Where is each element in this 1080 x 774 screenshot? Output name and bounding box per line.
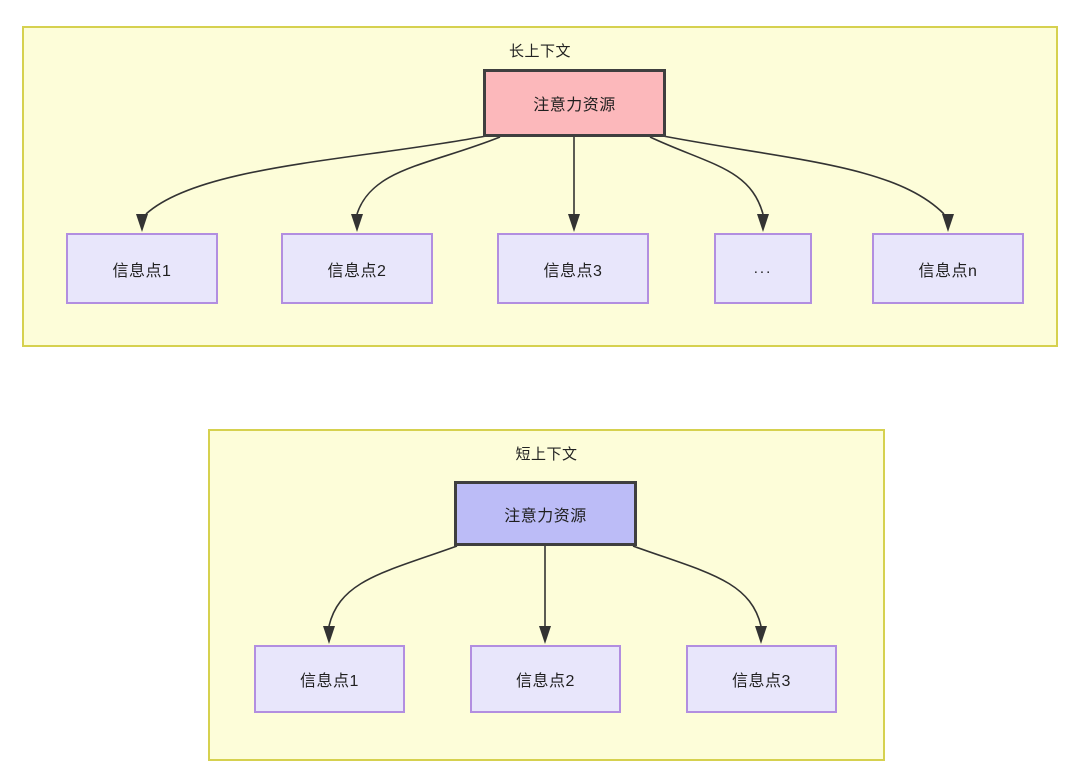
node-label: 注意力资源 [504, 507, 587, 525]
node-info-point-3-short[interactable]: 信息点3 [686, 645, 837, 713]
node-info-point-1-short[interactable]: 信息点1 [254, 645, 405, 713]
node-attention-resource-short[interactable]: 注意力资源 [454, 481, 637, 546]
node-label: 信息点1 [112, 262, 172, 280]
node-info-point-2-short[interactable]: 信息点2 [470, 645, 621, 713]
group-long-context-title: 长上下文 [508, 43, 571, 60]
node-label: ... [753, 260, 773, 277]
node-info-point-2-long[interactable]: 信息点2 [281, 233, 433, 304]
node-label: 信息点n [918, 262, 978, 280]
node-label: 信息点3 [732, 673, 791, 690]
group-short-context-title: 短上下文 [515, 446, 578, 463]
node-info-point-n-long[interactable]: 信息点n [872, 233, 1024, 304]
node-label: 信息点2 [327, 262, 387, 280]
node-label: 注意力资源 [533, 97, 616, 114]
node-info-point-3-long[interactable]: 信息点3 [497, 233, 649, 304]
node-info-point-ellipsis-long[interactable]: ... [714, 233, 812, 304]
node-info-point-1-long[interactable]: 信息点1 [66, 233, 218, 304]
node-label: 信息点1 [300, 673, 359, 690]
node-label: 信息点3 [543, 262, 603, 280]
node-attention-resource-long[interactable]: 注意力资源 [483, 69, 666, 137]
node-label: 信息点2 [516, 673, 575, 690]
